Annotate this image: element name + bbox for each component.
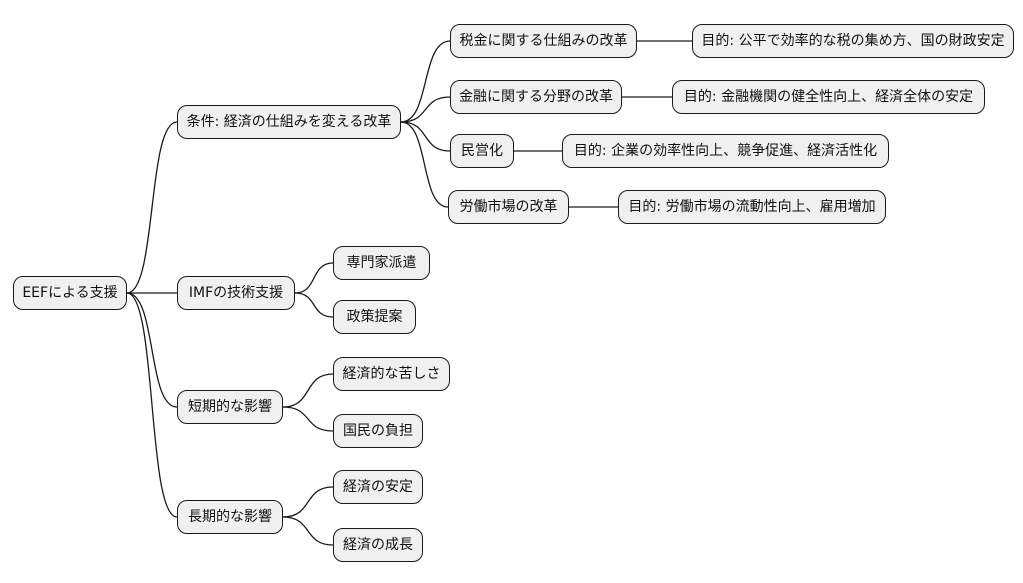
mindmap-node-finance-goal: 目的: 金融機関の健全性向上、経済全体の安定 (672, 80, 985, 114)
mindmap-node-tax-goal: 目的: 公平で効率的な税の集め方、国の財政安定 (692, 24, 1014, 58)
mindmap-edge-reforms-to-tax (400, 40, 451, 123)
mindmap-edge-root-to-reforms (126, 121, 178, 294)
mindmap-node-root: EEFによる支援 (13, 276, 127, 310)
mindmap-node-short-term: 短期的な影響 (177, 390, 283, 424)
mindmap-node-hardship: 経済的な苦しさ (333, 357, 450, 391)
mindmap-node-tax: 税金に関する仕組みの改革 (450, 24, 637, 58)
mindmap-node-privatization: 民営化 (450, 134, 514, 168)
mindmap-node-privatization-goal: 目的: 企業の効率性向上、競争促進、経済活性化 (562, 134, 889, 168)
mindmap-node-policy: 政策提案 (333, 300, 416, 334)
mindmap-edge-root-to-short-term (126, 292, 178, 408)
mindmap-node-finance: 金融に関する分野の改革 (450, 80, 622, 114)
mindmap-edge-short-term-to-burden (282, 406, 334, 432)
mindmap-edge-reforms-to-labor (400, 121, 449, 208)
mindmap-edge-reforms-to-finance (400, 96, 451, 123)
mindmap-node-growth: 経済の成長 (333, 528, 423, 562)
mindmap-node-labor-goal: 目的: 労働市場の流動性向上、雇用増加 (618, 190, 886, 224)
mindmap-edge-imf-support-to-experts (294, 262, 334, 294)
mindmap-node-labor: 労働市場の改革 (448, 190, 569, 224)
mindmap-edge-long-term-to-growth (282, 516, 334, 546)
mindmap-node-experts: 専門家派遣 (333, 246, 430, 280)
mindmap-node-stability: 経済の安定 (333, 470, 423, 504)
mindmap-node-imf-support: IMFの技術支援 (177, 276, 295, 310)
mindmap-edge-long-term-to-stability (282, 486, 334, 518)
mindmap-node-burden: 国民の負担 (333, 414, 423, 448)
mindmap-edge-imf-support-to-policy (294, 292, 334, 318)
mindmap-edge-reforms-to-privatization (400, 121, 451, 152)
mindmap-edge-short-term-to-hardship (282, 373, 334, 408)
mindmap-node-reforms: 条件: 経済の仕組みを変える改革 (177, 105, 401, 139)
mindmap-node-long-term: 長期的な影響 (177, 500, 283, 534)
mindmap-edge-root-to-long-term (126, 292, 178, 518)
